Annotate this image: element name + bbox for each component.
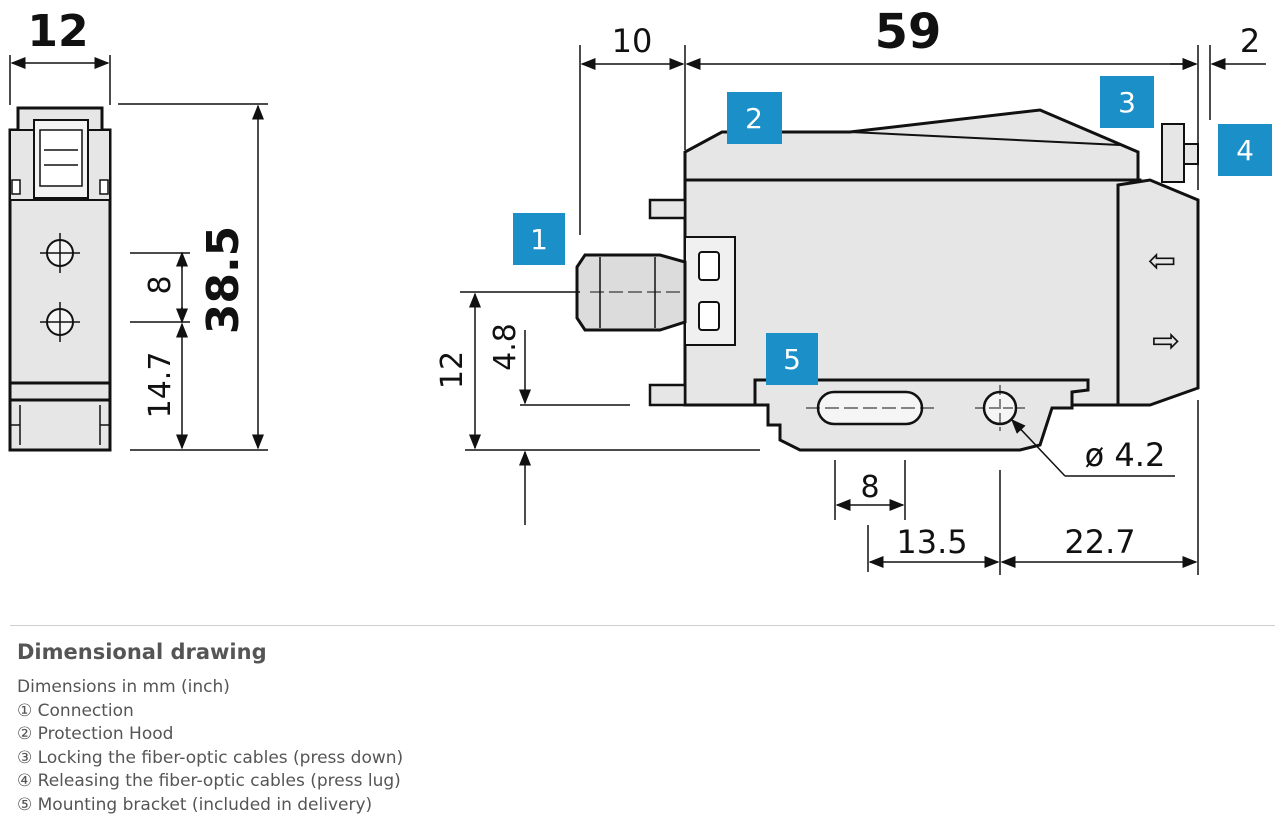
arrow-right-icon: ⇨	[1152, 321, 1181, 361]
arrow-left-icon: ⇦	[1148, 241, 1177, 281]
svg-text:2: 2	[745, 102, 763, 135]
svg-text:3: 3	[1118, 86, 1136, 119]
callout-3: 3	[1100, 76, 1154, 128]
svg-text:5: 5	[783, 343, 801, 376]
divider	[10, 625, 1275, 626]
front-view	[8, 106, 112, 452]
dim-connector-offset: 4.8	[488, 323, 523, 371]
dim-hole-from-bottom: 14.7	[143, 352, 178, 419]
callout-5: 5	[766, 333, 818, 385]
front-dimensions	[9, 55, 268, 451]
dim-length-total: 59	[875, 4, 942, 60]
dim-hole-distance-a: 13.5	[896, 523, 967, 561]
caption: Dimensional drawing Dimensions in mm (in…	[17, 640, 1267, 817]
mounting-hole-upper	[40, 233, 80, 273]
dim-hole-diameter: ø 4.2	[1085, 436, 1166, 474]
dim-slot-width: 8	[860, 470, 879, 505]
legend-item-locking: ③ Locking the fiber-optic cables (press …	[17, 747, 404, 768]
svg-text:4: 4	[1236, 134, 1254, 167]
callout-4: 4	[1218, 124, 1272, 176]
callout-2: 2	[727, 92, 782, 144]
legend-item-protection-hood: ② Protection Hood	[17, 724, 174, 744]
legend-item-connection: ① Connection	[17, 700, 134, 721]
dim-hole-distance-b: 22.7	[1064, 523, 1135, 561]
legend-item-mounting-bracket: ⑤ Mounting bracket (included in delivery…	[17, 794, 373, 815]
dim-hole-spacing: 8	[143, 275, 178, 294]
caption-title: Dimensional drawing	[17, 640, 267, 664]
side-view: ⇦ ⇨	[575, 108, 1200, 452]
mounting-hole-lower	[40, 302, 80, 342]
dim-height-total: 38.5	[198, 226, 249, 335]
dim-width-front: 12	[27, 6, 88, 57]
svg-text:1: 1	[530, 223, 548, 256]
callout-1: 1	[513, 213, 565, 265]
dim-offset-right: 2	[1240, 22, 1260, 60]
side-dimensions	[460, 45, 1266, 575]
legend-item-releasing: ④ Releasing the fiber-optic cables (pres…	[17, 771, 401, 791]
dim-connector-height: 12	[435, 351, 470, 389]
dimensional-drawing: 12 38.5 8 14.7 ⇦ ⇨	[8, 4, 1272, 575]
caption-units: Dimensions in mm (inch)	[17, 677, 230, 697]
dim-offset-left: 10	[612, 22, 653, 60]
